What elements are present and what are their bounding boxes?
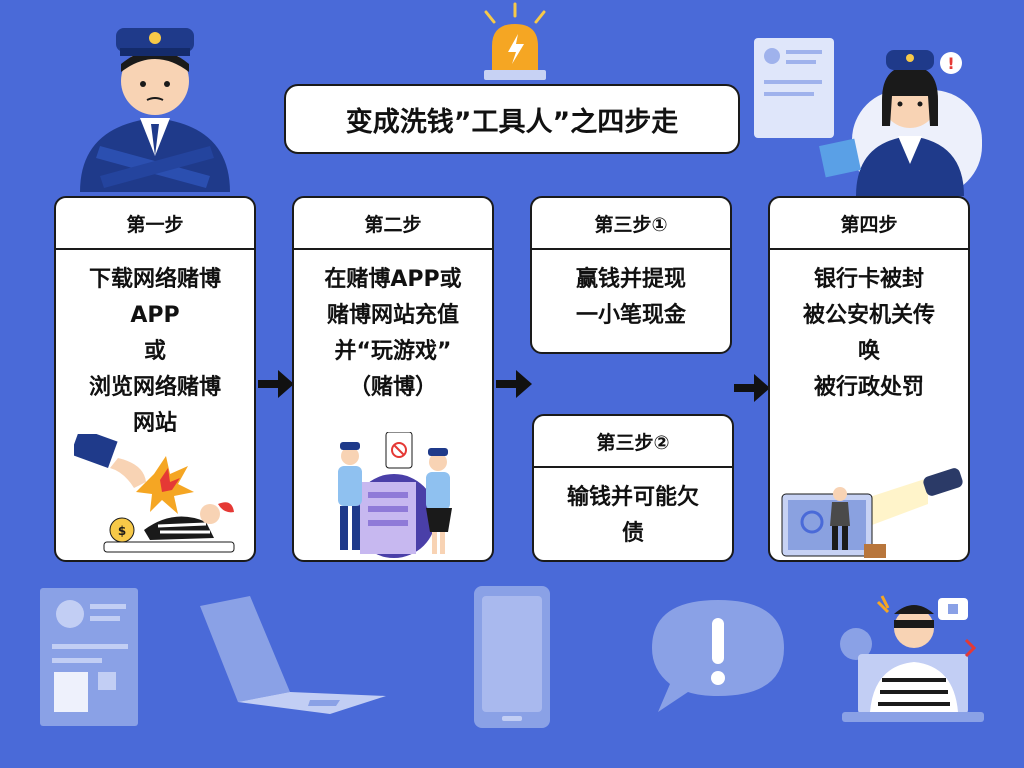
step-line: 一小笔现金 — [575, 303, 686, 328]
page-title: 变成洗钱”工具人”之四步走 — [284, 84, 740, 154]
step-description: 下载网络赌博 APP 或 浏览网络赌博 网站 — [56, 250, 254, 442]
step-card-3-lose: 第三步② 输钱并可能欠 债 — [532, 414, 734, 562]
arrow-right-icon — [258, 370, 294, 398]
smartphone-icon — [474, 586, 550, 728]
step-line: 下载网络赌博 — [88, 267, 221, 292]
step-line: 或 — [143, 339, 166, 364]
step-line: 赌博网站充值 — [326, 303, 459, 328]
step-header: 第四步 — [770, 198, 968, 250]
step-line: 赢钱并提现 — [575, 267, 686, 292]
step-line: 银行卡被封 — [813, 267, 924, 292]
step-line: 债 — [621, 521, 644, 546]
step-line: 网站 — [132, 411, 177, 436]
warning-speech-bubble-icon — [652, 600, 784, 712]
svg-text:$: $ — [118, 524, 126, 538]
arrow-right-icon — [734, 374, 770, 402]
step-header: 第一步 — [56, 198, 254, 250]
step-line: APP — [130, 303, 180, 328]
step-header: 第二步 — [294, 198, 492, 250]
step-line: 被行政处罚 — [813, 375, 924, 400]
step-line: 在赌博APP或 — [324, 267, 462, 292]
police-officers-illustration — [338, 432, 452, 558]
step-card-2: 第二步 在赌博APP或 赌博网站充值 并“玩游戏” （赌博） — [292, 196, 494, 562]
step-line: 被公安机关传 — [802, 303, 935, 328]
step-description: 在赌博APP或 赌博网站充值 并“玩游戏” （赌博） — [294, 250, 492, 406]
step-card-3-win: 第三步① 赢钱并提现 一小笔现金 — [530, 196, 732, 354]
police-officer-crossed-arms-illustration — [80, 28, 230, 192]
step-line: 浏览网络赌博 — [88, 375, 221, 400]
step-line: 输钱并可能欠 — [566, 485, 699, 510]
hacker-laptop-illustration — [840, 595, 984, 722]
step-line: （赌博） — [348, 375, 437, 400]
arrow-right-icon — [496, 370, 532, 398]
svg-text:!: ! — [947, 54, 954, 73]
step-description: 银行卡被封 被公安机关传 唤 被行政处罚 — [770, 250, 968, 406]
step-card-1: 第一步 下载网络赌博 APP 或 浏览网络赌博 网站 $ — [54, 196, 256, 562]
step-card-4: 第四步 银行卡被封 被公安机关传 唤 被行政处罚 — [768, 196, 970, 562]
step-description: 输钱并可能欠 债 — [534, 468, 732, 552]
alarm-light-icon — [484, 2, 546, 80]
laptop-icon — [200, 596, 386, 714]
step-line: 并“玩游戏” — [334, 339, 452, 364]
gambler-punched-illustration: $ — [74, 434, 235, 553]
step-header: 第三步① — [532, 198, 730, 250]
document-icon — [40, 588, 138, 726]
step-line: 唤 — [857, 339, 880, 364]
step-description: 赢钱并提现 一小笔现金 — [532, 250, 730, 334]
policewoman-presenting-illustration: ! — [754, 38, 982, 196]
flashlight-suspect-illustration — [781, 468, 963, 558]
step-header: 第三步② — [534, 416, 732, 468]
